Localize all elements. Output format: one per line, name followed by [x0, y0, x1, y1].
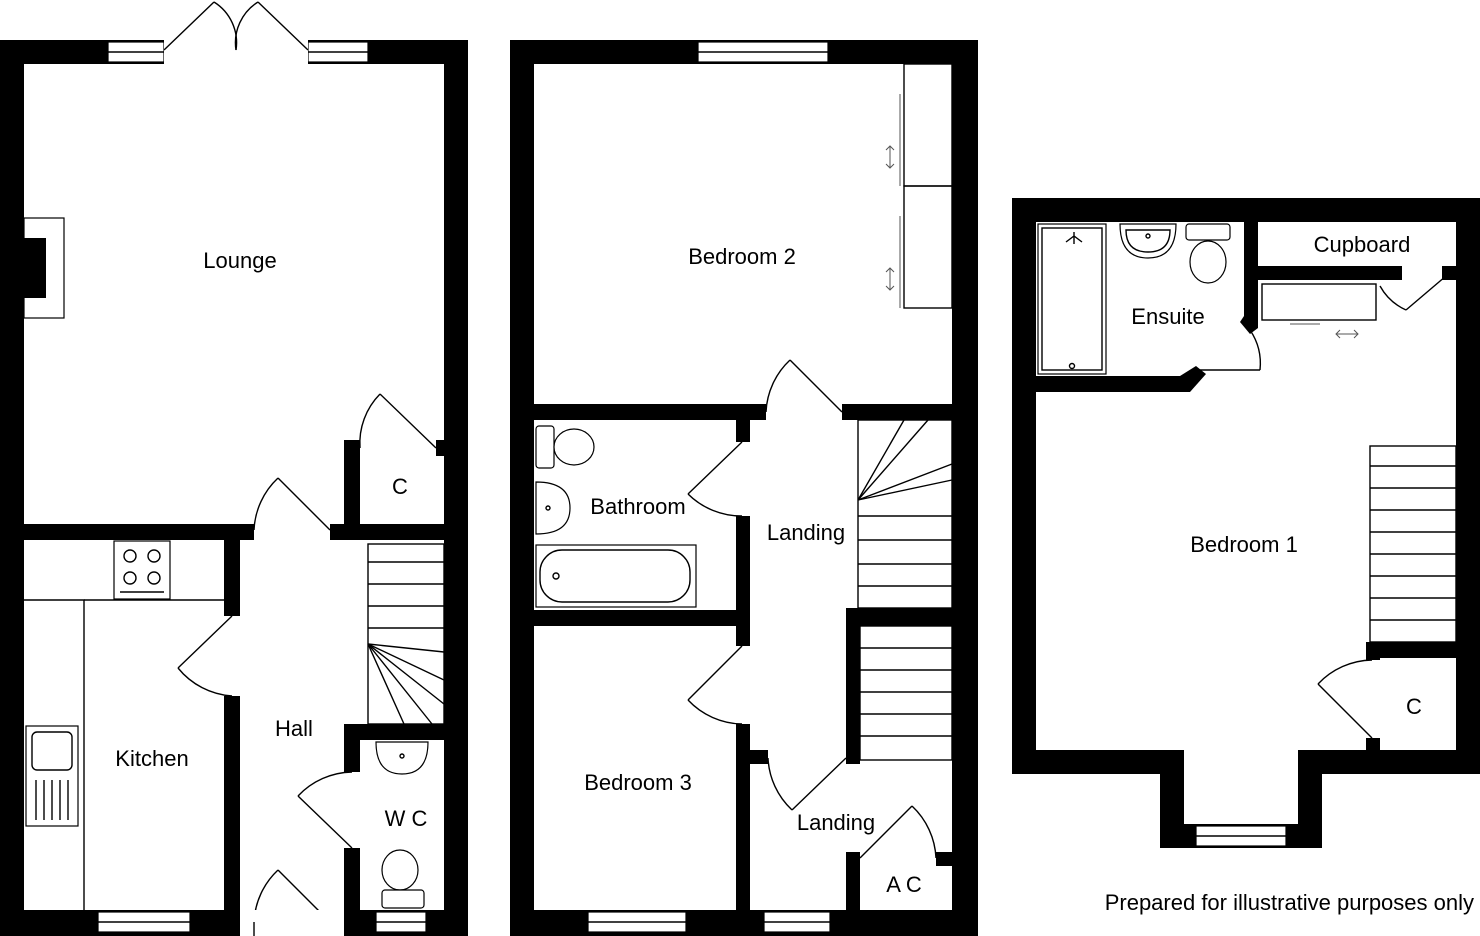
room-label-hall: Hall	[275, 716, 313, 741]
ground-wall-lounge-divider-right	[330, 524, 468, 540]
room-label-bedroom-2: Bedroom 2	[688, 244, 796, 269]
fireplace-hearth	[24, 238, 46, 298]
room-label-cupboard-large: Cupboard	[1314, 232, 1411, 257]
ground-wall-wc-top	[344, 724, 468, 740]
ground-wall-lounge-divider	[0, 524, 254, 540]
second-wall-ensuite-right	[1244, 222, 1258, 318]
second-wall-right	[1456, 198, 1480, 774]
first-floor: Bedroom 2 Bathroom Landing Bedroom 3 Lan…	[510, 40, 978, 936]
second-wall-c-left	[1366, 642, 1380, 660]
ensuite-toilet-icon	[1185, 223, 1231, 284]
bed1-wardrobe	[1261, 283, 1377, 339]
first-staircase-upper	[857, 419, 953, 609]
ground-wall-cupboard	[344, 440, 360, 540]
first-wall-bed2-bottom-left	[510, 404, 766, 420]
second-floor: Ensuite Cupboard Bedroom 1 C	[1012, 198, 1480, 848]
room-label-cupboard: C	[392, 474, 408, 499]
ground-floor: Lounge C Kitchen Hall W C	[0, 1, 468, 936]
first-wall-right	[952, 40, 978, 936]
room-label-wc: W C	[385, 806, 428, 831]
first-wall-bath-right-upper	[736, 404, 750, 442]
second-wall-cupboard-bottom	[1258, 266, 1402, 280]
second-wall-bottom-right	[1298, 750, 1480, 774]
room-label-cupboard-small: C	[1406, 694, 1422, 719]
bathroom-basin-icon	[535, 481, 571, 535]
bath-icon	[535, 544, 697, 608]
room-label-kitchen: Kitchen	[115, 746, 188, 771]
first-wall-bed3-right-lower	[736, 724, 750, 936]
room-label-bedroom-1: Bedroom 1	[1190, 532, 1298, 557]
bed2-wardrobe	[885, 63, 953, 309]
ground-wall-wc-left-upper	[344, 724, 360, 772]
second-wall-c-left-lower	[1366, 738, 1380, 750]
ground-wall-kitchen-hall-lower	[224, 696, 240, 936]
room-label-bedroom-3: Bedroom 3	[584, 770, 692, 795]
second-wall-left	[1012, 198, 1036, 774]
first-wall-bath-bottom	[510, 610, 750, 626]
wc-toilet-icon	[381, 849, 425, 909]
room-label-airing-cupboard: A C	[886, 872, 922, 897]
room-label-lounge: Lounge	[203, 248, 276, 273]
room-label-landing-upper: Landing	[767, 520, 845, 545]
first-wall-stairs-divider	[846, 608, 978, 626]
room-label-landing-lower: Landing	[797, 810, 875, 835]
first-wall-left	[510, 40, 534, 936]
ground-wall-right	[444, 40, 468, 936]
second-wall-ensuite-bottom	[1012, 376, 1188, 392]
room-label-bathroom: Bathroom	[590, 494, 685, 519]
first-wall-ac-stop	[936, 852, 956, 866]
room-label-ensuite: Ensuite	[1131, 304, 1204, 329]
hob-icon	[113, 540, 171, 600]
first-wall-bath-right-lower	[736, 516, 750, 628]
ground-wall-cupboard-door-stop	[436, 440, 448, 456]
second-wall-c-top	[1366, 642, 1456, 658]
disclaimer-text: Prepared for illustrative purposes only	[1105, 890, 1474, 915]
first-wall-bed3-stub	[750, 750, 768, 764]
ground-wall-left	[0, 40, 24, 936]
second-wall-bottom-left	[1012, 750, 1184, 774]
ground-wall-kitchen-hall-upper	[224, 540, 240, 616]
ground-wall-wc-left-lower	[344, 848, 360, 936]
ensuite-basin-icon	[1119, 223, 1177, 259]
first-wall-ac-left	[846, 852, 860, 936]
second-staircase	[1369, 445, 1457, 643]
first-wall-stairs-left	[846, 608, 860, 764]
first-wall-bed3-right-upper	[736, 610, 750, 646]
shower-icon	[1037, 223, 1107, 375]
kitchen-sink-icon	[25, 725, 79, 827]
bathroom-toilet-icon	[535, 425, 595, 469]
wc-basin-icon	[375, 741, 429, 775]
first-staircase-lower	[859, 625, 953, 761]
first-wall-bed2-bottom-right	[842, 404, 978, 420]
second-wall-top	[1012, 198, 1480, 222]
front-door-gap	[240, 910, 344, 936]
ground-staircase	[367, 543, 445, 725]
